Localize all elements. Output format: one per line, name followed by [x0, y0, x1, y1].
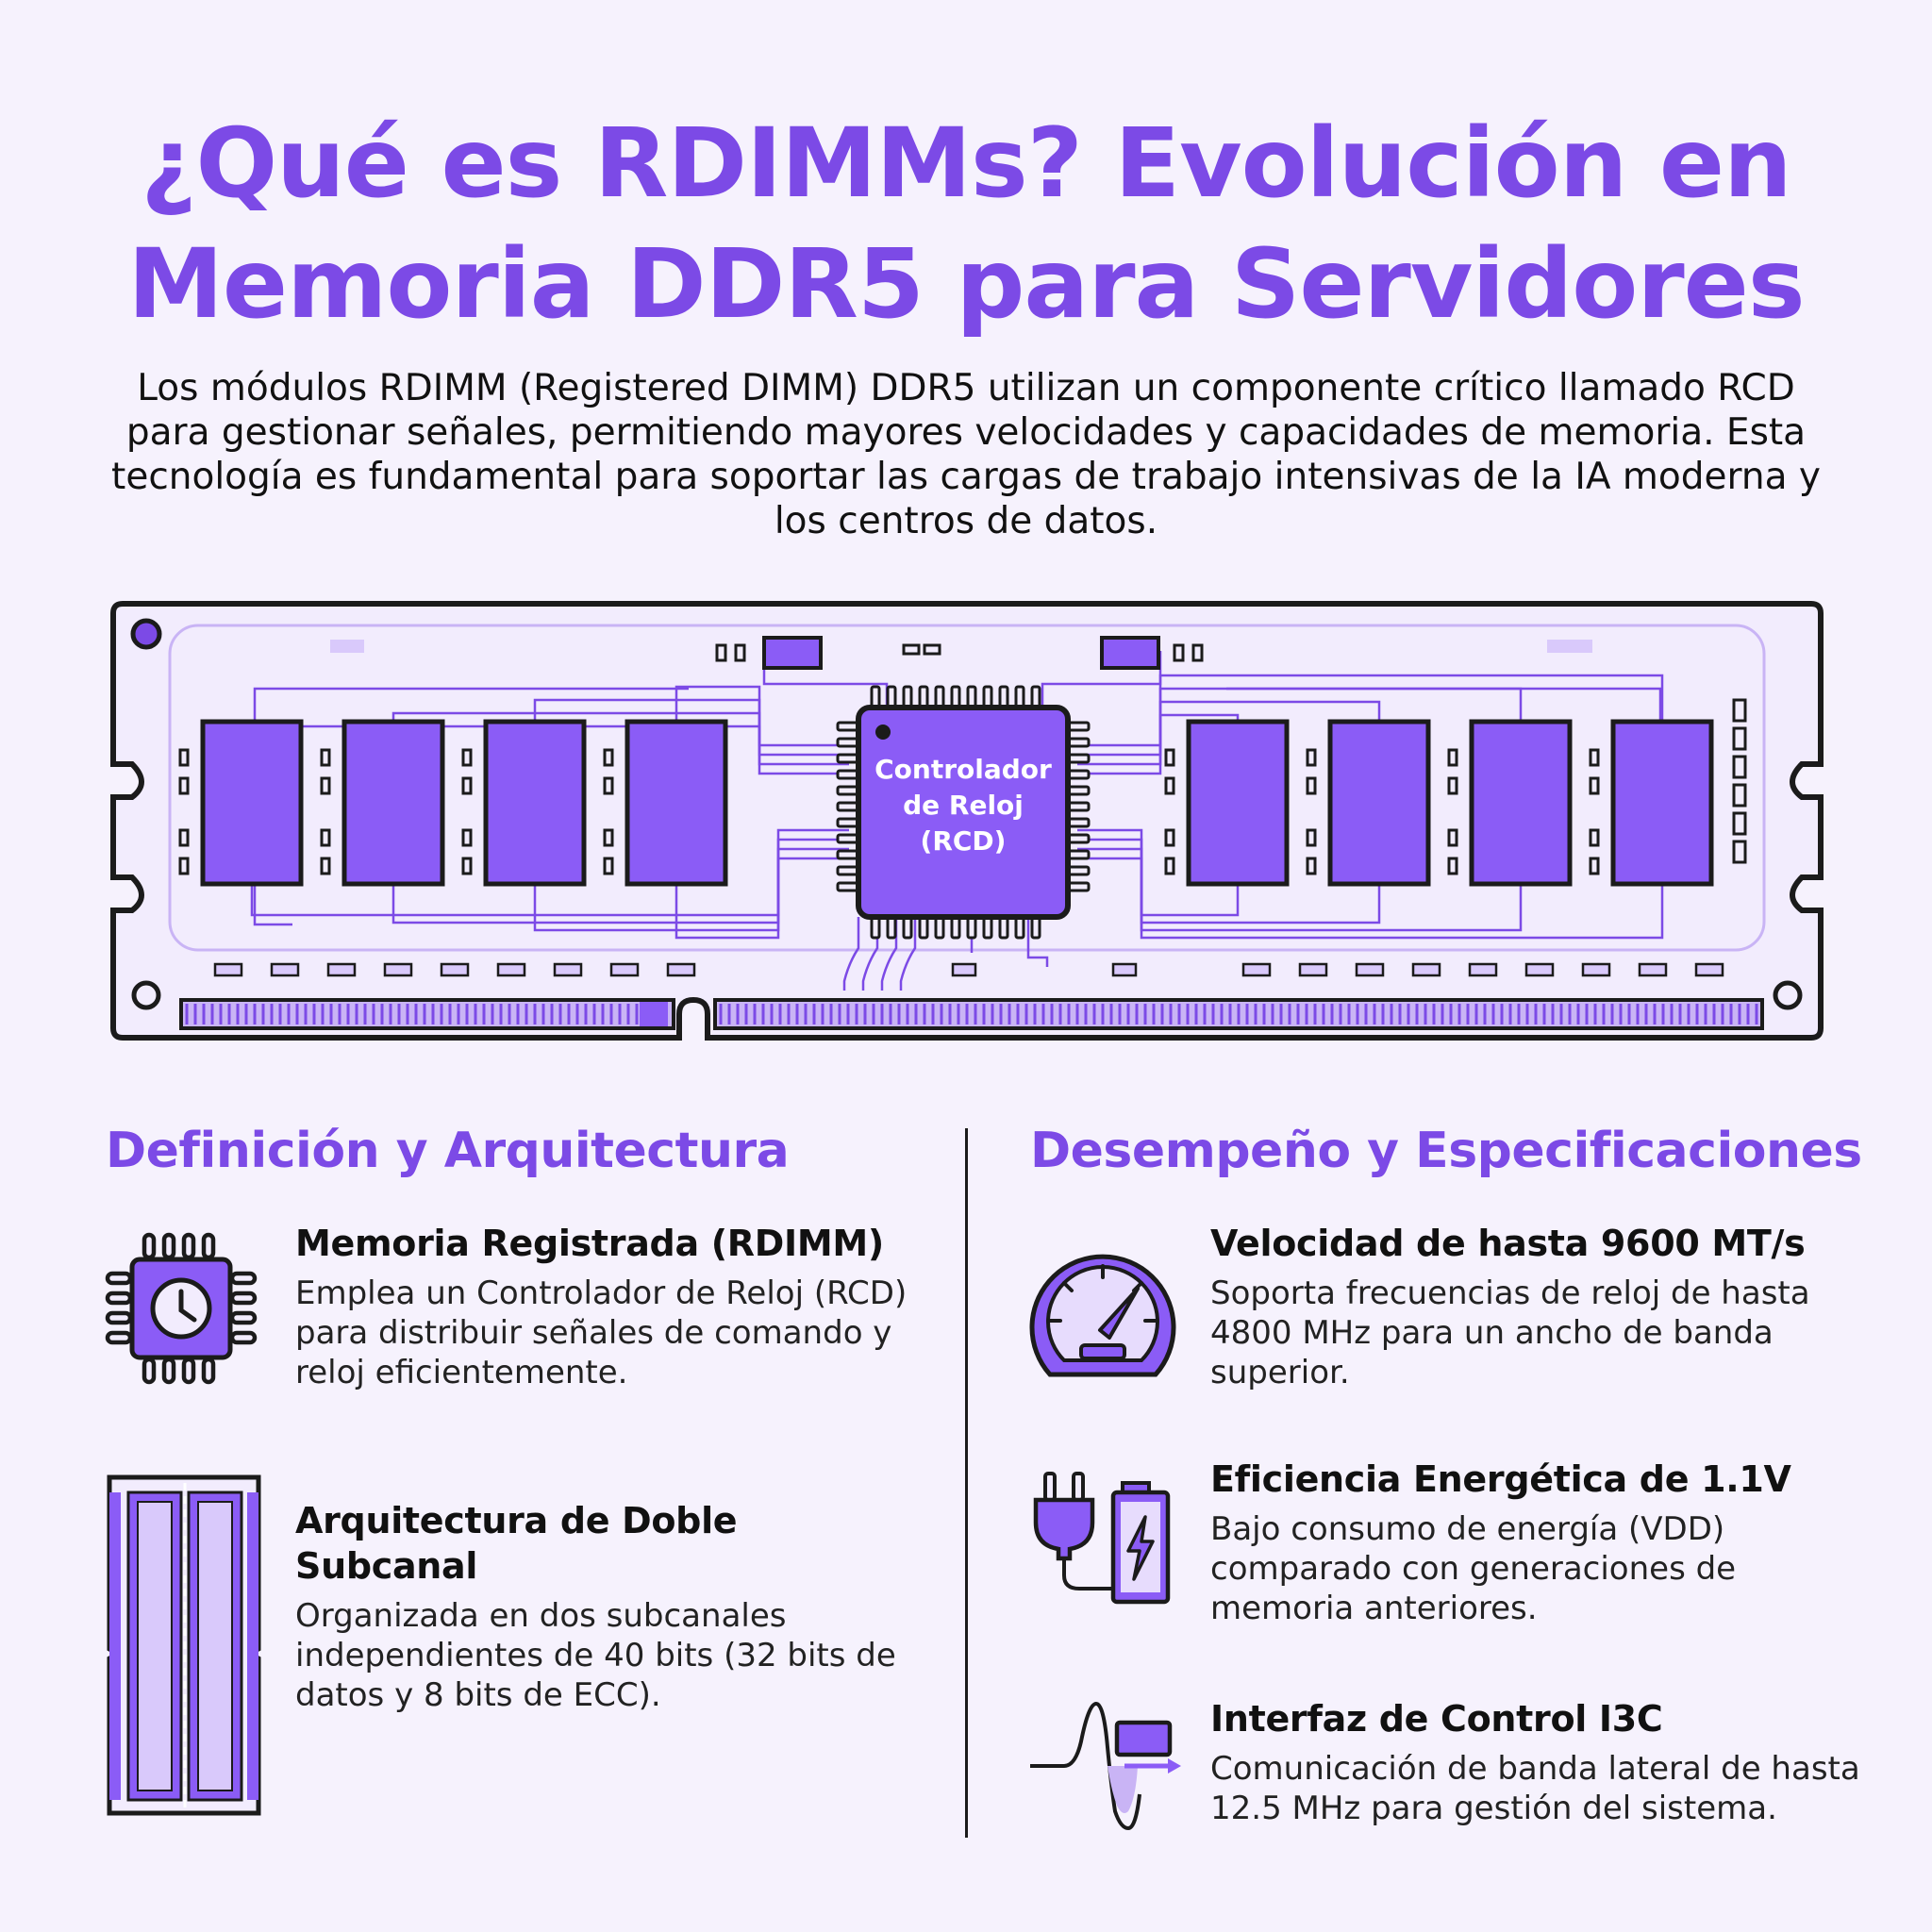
- feature-i3c: Interfaz de Control I3C Comunicación de …: [1210, 1696, 1871, 1828]
- intro-paragraph: Los módulos RDIMM (Registered DIMM) DDR5…: [111, 367, 1821, 542]
- page-title: ¿Qué es RDIMMs? Evolución en Memoria DDR…: [127, 108, 1805, 341]
- dram-chip: [483, 719, 587, 887]
- right-column-heading: Desempeño y Especificaciones: [1030, 1123, 1862, 1179]
- feature-dual-subchannel: Arquitectura de Doble Subcanal Organizad…: [295, 1498, 937, 1715]
- rdimm-module-diagram: Controlador de Reloj (RCD): [104, 594, 1830, 1047]
- feature-title: Velocidad de hasta 9600 MT/s: [1210, 1223, 1806, 1264]
- mount-hole-filled: [130, 618, 162, 650]
- feature-energy: Eficiencia Energética de 1.1V Bajo consu…: [1210, 1457, 1852, 1628]
- plug-battery-icon: [1028, 1468, 1179, 1609]
- rcd-chip: Controlador de Reloj (RCD): [836, 685, 1091, 940]
- dram-chip: [200, 719, 304, 887]
- feature-title: Arquitectura de Doble Subcanal: [295, 1500, 738, 1587]
- dram-chip: [625, 719, 728, 887]
- column-divider: [965, 1128, 968, 1838]
- feature-title: Interfaz de Control I3C: [1210, 1698, 1663, 1740]
- feature-description: Comunicación de banda lateral de hasta 1…: [1210, 1750, 1860, 1827]
- speedometer-icon: [1026, 1240, 1179, 1381]
- dram-chip: [1610, 719, 1714, 887]
- feature-speed: Velocidad de hasta 9600 MT/s Soporta fre…: [1210, 1221, 1852, 1392]
- module-inner-frame: [168, 624, 1766, 952]
- dram-chip: [341, 719, 445, 887]
- rcd-label-line1: Controlador: [874, 754, 1052, 785]
- dram-chip: [1469, 719, 1573, 887]
- feature-description: Bajo consumo de energía (VDD) comparado …: [1210, 1510, 1737, 1627]
- mount-hole-bottom-right: [1773, 980, 1803, 1010]
- feature-title: Memoria Registrada (RDIMM): [295, 1223, 884, 1264]
- feature-description: Organizada en dos subcanales independien…: [295, 1597, 896, 1714]
- rcd-label-line3: (RCD): [921, 825, 1007, 857]
- rcd-label-line2: de Reloj: [903, 790, 1024, 821]
- signal-wave-icon: [1030, 1700, 1191, 1832]
- feature-title: Eficiencia Energética de 1.1V: [1210, 1458, 1791, 1500]
- left-column-heading: Definición y Arquitectura: [106, 1123, 790, 1179]
- feature-rdimm: Memoria Registrada (RDIMM) Emplea un Con…: [295, 1221, 937, 1392]
- clock-chip-icon: [104, 1231, 258, 1386]
- dram-chip: [1186, 719, 1290, 887]
- dual-subchannel-module-icon: [104, 1472, 264, 1819]
- feature-description: Soporta frecuencias de reloj de hasta 48…: [1210, 1274, 1810, 1391]
- mount-hole-bottom-left: [131, 980, 161, 1010]
- dram-chip: [1327, 719, 1431, 887]
- feature-description: Emplea un Controlador de Reloj (RCD) par…: [295, 1274, 908, 1391]
